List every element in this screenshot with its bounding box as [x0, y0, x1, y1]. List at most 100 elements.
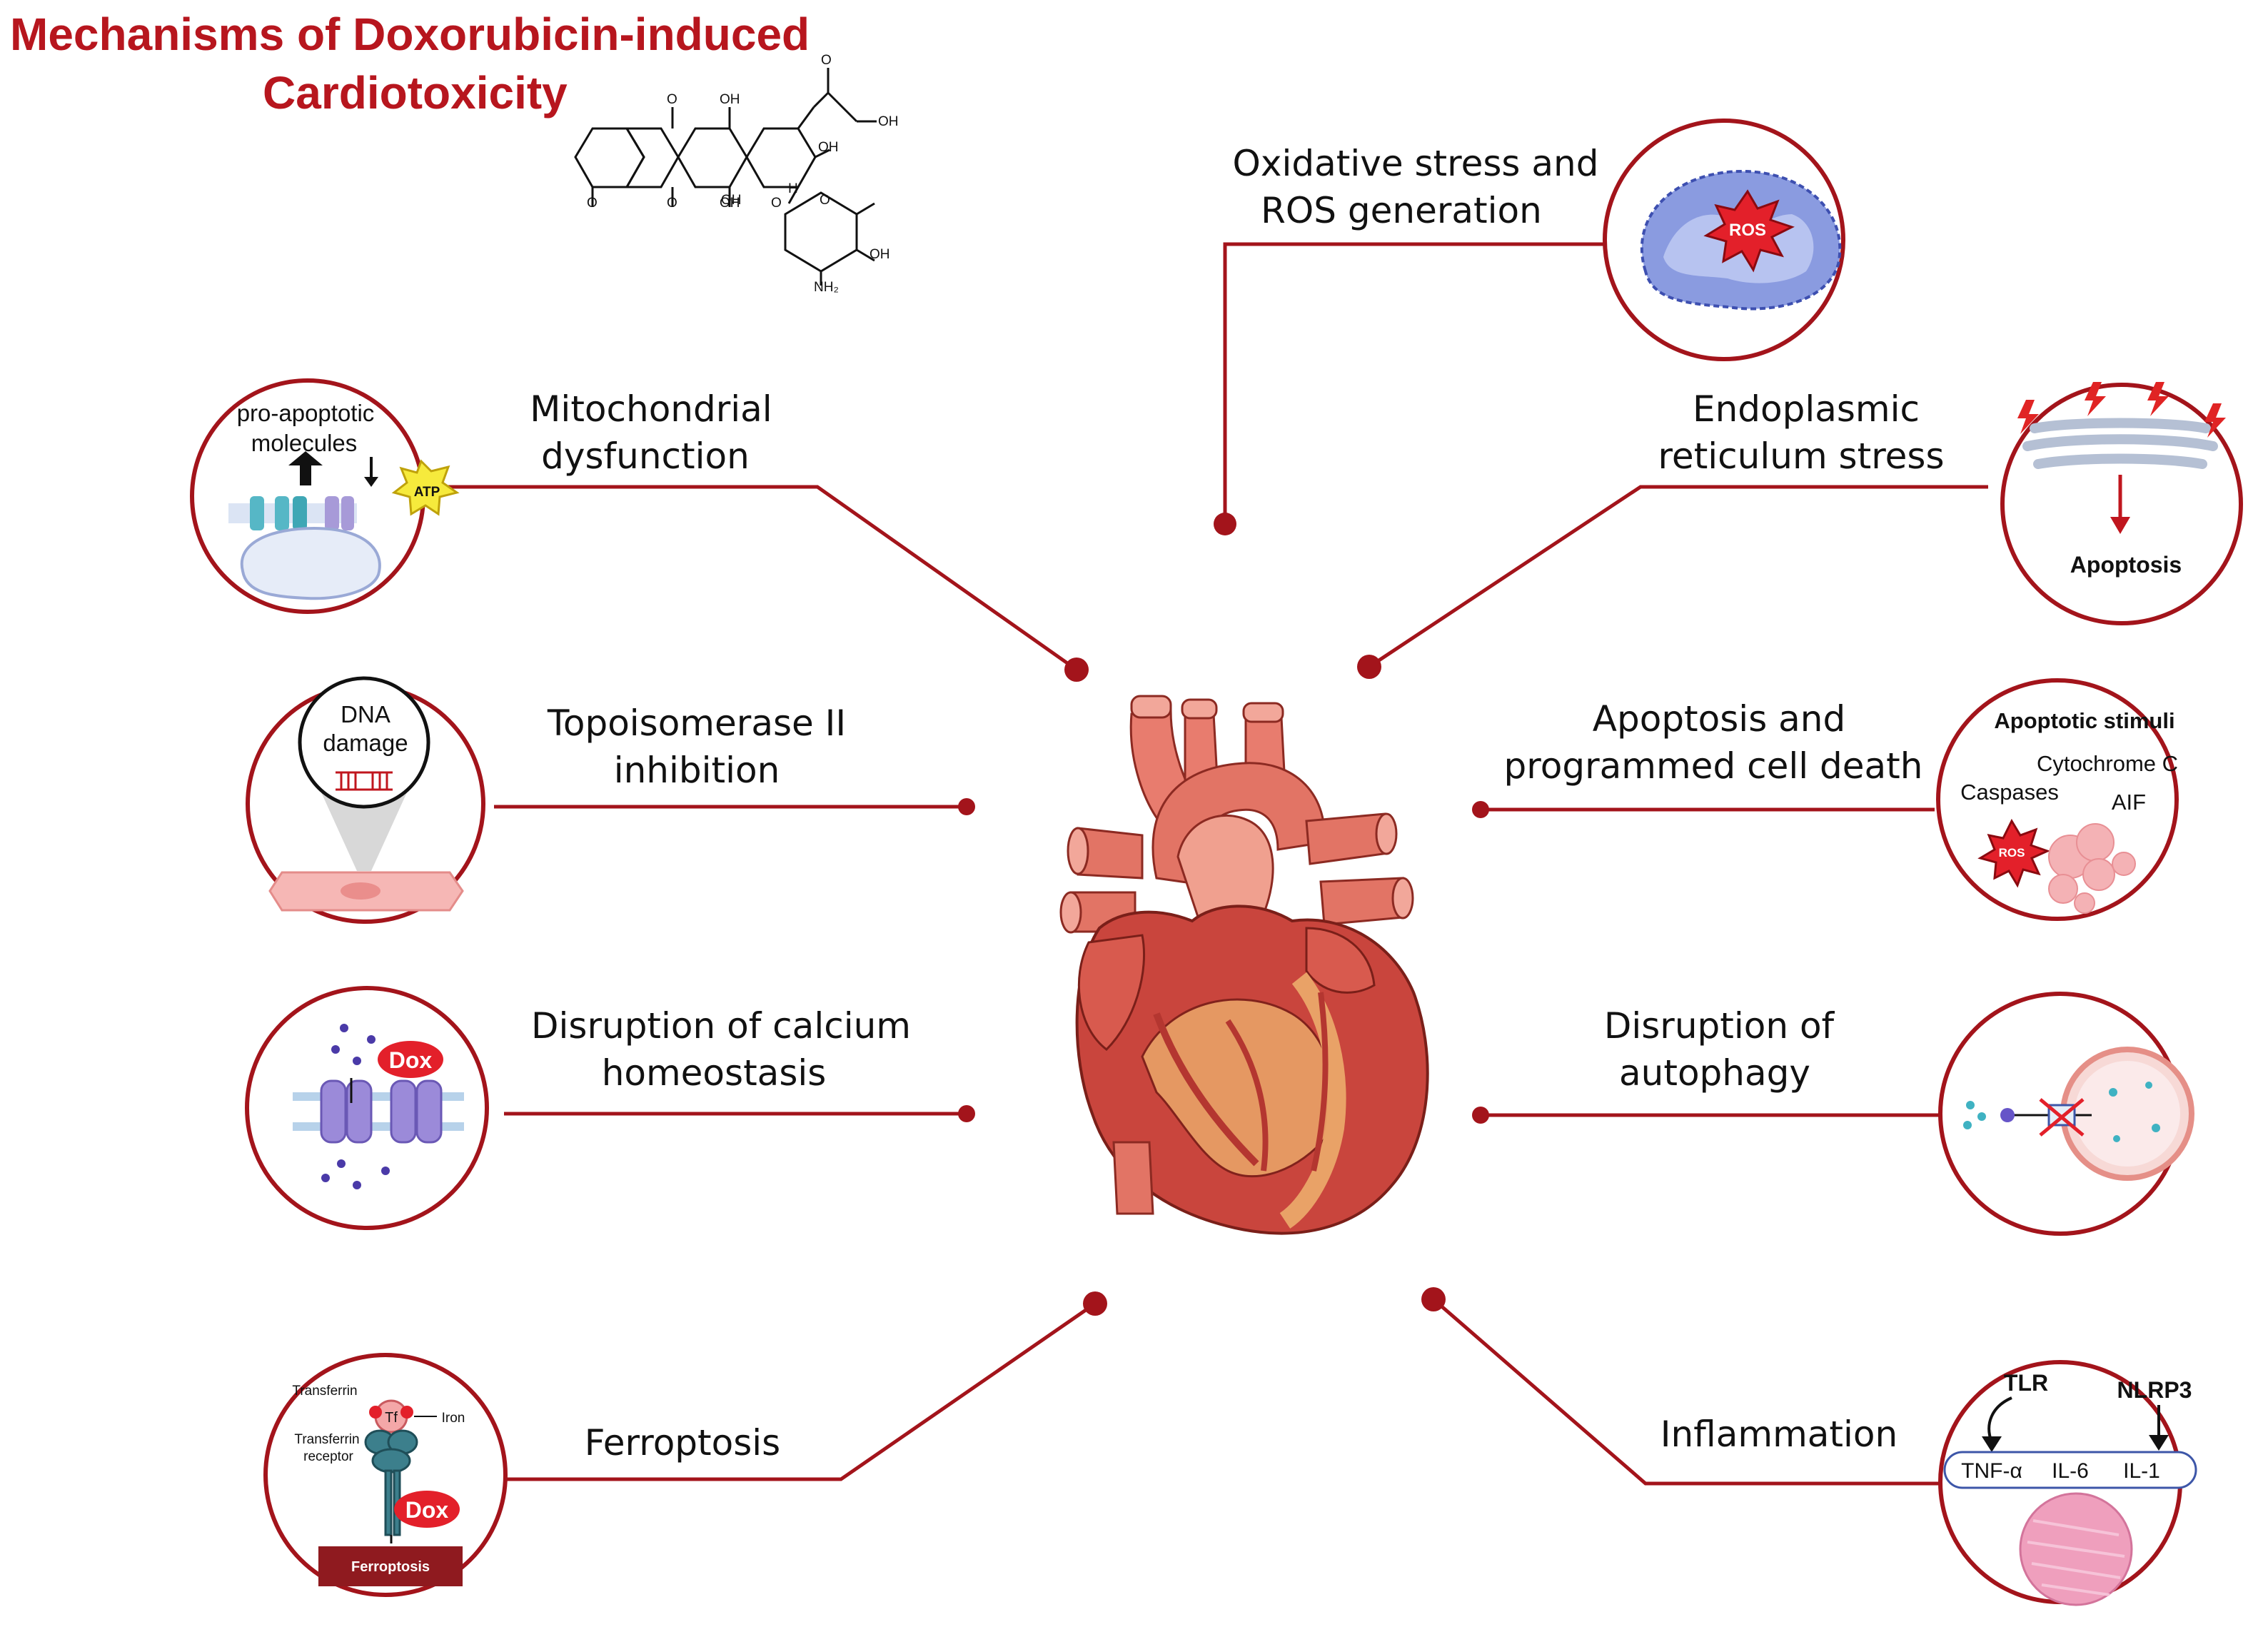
endpoint-dot [1472, 801, 1489, 818]
er-apoptosis-text: Apoptosis [2070, 552, 2182, 578]
calcium-label-2: homeostasis [602, 1052, 827, 1094]
atp-label: ATP [414, 485, 440, 500]
endpoint-dot [1421, 1287, 1446, 1311]
topoisomerase-node: Topoisomerase II inhibition DNA damage [246, 676, 846, 924]
iron-icon [400, 1406, 413, 1419]
apoptosis-label-2: programmed cell death [1504, 745, 1923, 787]
heart-illustration [1059, 695, 1429, 1235]
transferrin-text: Transferrin [292, 1384, 357, 1399]
dox-label: Dox [389, 1047, 433, 1073]
atom-label: OH [721, 193, 742, 208]
atom-label: OH [720, 92, 740, 107]
atom-label: NH₂ [814, 280, 839, 295]
lightning-icons [2017, 382, 2226, 438]
tnf-text: TNF-α [1961, 1459, 2022, 1483]
er-label-2: reticulum stress [1658, 435, 1944, 477]
iron-text: Iron [442, 1411, 465, 1426]
oxidative-label-2: ROS generation [1261, 190, 1542, 231]
atom-label: O [587, 196, 598, 211]
connector-oxidative [1223, 242, 1605, 524]
ferroptosis-label: Ferroptosis [585, 1422, 780, 1464]
il1-text: IL-1 [2123, 1459, 2160, 1483]
callout-cone [321, 792, 407, 871]
tlr-text: TLR [2004, 1370, 2048, 1396]
caspases-text: Caspases [1960, 780, 2059, 805]
er-stress-node: Endoplasmic reticulum stress Apoptosis [1658, 382, 2243, 625]
released-particles [1963, 1101, 1986, 1129]
receptor-text-2: receptor [303, 1449, 353, 1464]
connector-mitochondrial [393, 485, 1078, 672]
apoptosis-label-1: Apoptosis and [1593, 698, 1845, 740]
dna-text: DNA [341, 701, 390, 727]
molecules-text: molecules [251, 430, 358, 456]
er-icon [2022, 418, 2218, 469]
calcium-ions [321, 1024, 390, 1189]
nlrp3-text: NLRP3 [2117, 1377, 2192, 1403]
atom-label: O [771, 196, 782, 211]
connector-ferroptosis [507, 1301, 1097, 1481]
cytochrome-c-text: Cytochrome C [2037, 751, 2178, 776]
atom-label: H [788, 181, 798, 196]
membrane-channels [228, 496, 357, 530]
dox-label: Dox [405, 1497, 449, 1523]
apoptotic-stimuli-text: Apoptotic stimuli [1994, 708, 2174, 733]
ros-burst-icon [1977, 818, 2051, 888]
connector-endpoints [958, 513, 1489, 1316]
receptor-text-1: Transferrin [294, 1432, 359, 1447]
ferroptosis-box-label: Ferroptosis [351, 1559, 430, 1575]
inflammation-label: Inflammation [1660, 1414, 1897, 1455]
cytokine-bar [1943, 1451, 2197, 1489]
calcium-label-1: Disruption of calcium [531, 1005, 911, 1047]
endpoint-dot [1083, 1291, 1107, 1316]
mitochondrial-label-2: dysfunction [541, 435, 750, 477]
cargo-particles [2109, 1082, 2160, 1142]
endpoint-dot [958, 798, 975, 815]
dox-badge [378, 1041, 443, 1078]
er-label-1: Endoplasmic [1693, 388, 1920, 430]
inflammation-node: Inflammation TLR NLRP3 TNF-α IL-6 IL-1 [1660, 1360, 2197, 1606]
topo-label-1: Topoisomerase II [547, 702, 846, 744]
dox-badge [394, 1491, 460, 1528]
endpoint-dot [1214, 513, 1236, 535]
dna-strand-icon [336, 771, 393, 791]
tf-label: Tf [385, 1410, 398, 1426]
connector-inflammation [1432, 1298, 1950, 1486]
connector-er [1368, 485, 1988, 669]
doxorubicin-atom-labels: O OH O OH OH OH O O OH O H O OH NH₂ [587, 53, 899, 295]
oxidative-label-1: Oxidative stress and [1233, 143, 1599, 184]
atp-burst-icon [391, 459, 460, 516]
endpoint-dot [1472, 1107, 1489, 1124]
pro-apoptotic-text: pro-apoptotic [237, 400, 375, 426]
apoptotic-body-icon [2048, 823, 2136, 914]
autophagy-label-1: Disruption of [1604, 1005, 1835, 1047]
endpoint-dot [958, 1105, 975, 1122]
ros-label: ROS [1729, 221, 1766, 240]
damage-text: damage [323, 730, 408, 756]
atom-label: O [821, 53, 832, 68]
calcium-channel-icon [320, 1079, 443, 1144]
oxidative-stress-node: Oxidative stress and ROS generation ROS [1233, 119, 1845, 361]
ros-label: ROS [1999, 846, 2025, 860]
atom-label: OH [878, 114, 899, 129]
atom-label: OH [818, 140, 839, 155]
autophagy-node: Disruption of autophagy [1604, 992, 2194, 1236]
apoptosis-node: Apoptosis and programmed cell death Apop… [1504, 678, 2179, 921]
diagram-title: Mechanisms of Doxorubicin-induced Cardio… [10, 9, 810, 119]
iron-icon [369, 1406, 382, 1419]
endpoint-dot [1357, 655, 1381, 679]
atom-label: OH [870, 247, 890, 262]
mitochondrial-node: Mitochondrial dysfunction pro-apoptotic … [190, 378, 772, 614]
atom-label: O [667, 92, 677, 107]
atom-label: OH [720, 196, 740, 211]
endpoint-dot [1064, 658, 1089, 682]
title-line-2: Cardiotoxicity [263, 67, 568, 119]
title-line-1: Mechanisms of Doxorubicin-induced [10, 9, 810, 60]
ros-burst-icon [1703, 189, 1795, 273]
mitochondrion-icon [240, 526, 381, 600]
calcium-node: Disruption of calcium homeostasis Dox [245, 986, 911, 1230]
il6-text: IL-6 [2052, 1459, 2089, 1483]
connector-lines [393, 242, 1988, 1486]
ferroptosis-node: Ferroptosis Transferrin Tf Iron Transfer… [263, 1353, 780, 1597]
topo-label-2: inhibition [614, 750, 780, 791]
